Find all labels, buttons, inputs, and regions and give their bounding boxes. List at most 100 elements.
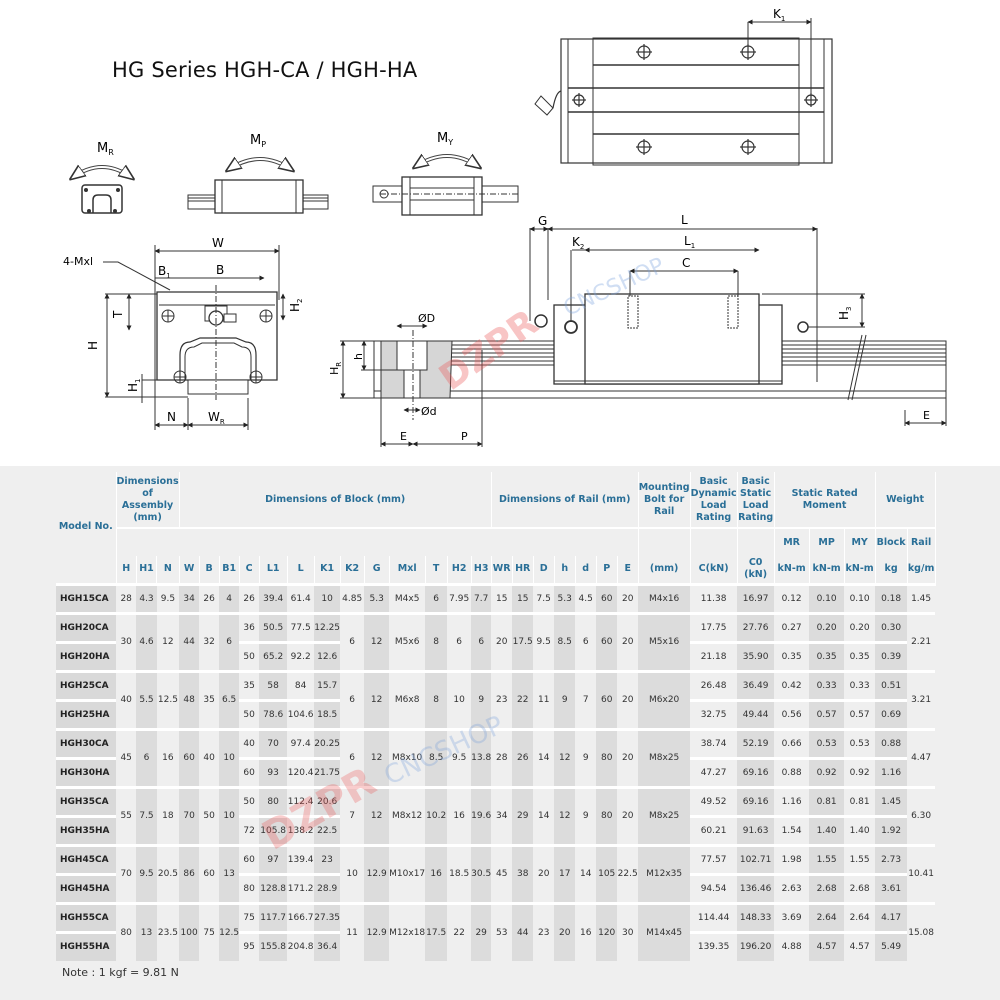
cell-l1: 39.4: [259, 582, 288, 613]
cell-p: 60: [596, 669, 618, 729]
cell-c0: 69.16: [737, 785, 775, 816]
cell-w: 44: [179, 611, 200, 671]
header-mr: MR: [774, 527, 810, 556]
column-header: C0 (kN): [737, 556, 775, 584]
cell-mxl: M4x5: [389, 582, 426, 613]
cell-mxl: M8x10: [389, 727, 426, 787]
header-moment: Static Rated Moment: [774, 472, 876, 528]
column-header: K2: [340, 556, 365, 584]
cell-b: 75: [199, 901, 220, 961]
cell-h3: 13.8: [471, 727, 492, 787]
cell-rail_kgm: 10.41: [907, 843, 936, 903]
cell-d: 14: [533, 727, 555, 787]
cell-t: 8.5: [425, 727, 448, 787]
model-cell: HGH45CA: [56, 843, 116, 874]
cell-cdyn: 21.18: [690, 640, 738, 671]
cell-mr: 1.98: [774, 843, 810, 874]
column-header: H3: [471, 556, 492, 584]
cell-block_kg: 1.45: [875, 785, 908, 816]
cell-l: 139.4: [287, 843, 315, 874]
cell-c0: 16.97: [737, 582, 775, 613]
cell-mr: 0.35: [774, 640, 810, 671]
svg-text:K2: K2: [572, 235, 584, 251]
svg-text:MY: MY: [437, 131, 453, 147]
cell-block_kg: 0.69: [875, 698, 908, 729]
cell-g: 12: [364, 785, 390, 845]
cell-h2: 16: [447, 785, 472, 845]
cell-block_kg: 1.92: [875, 814, 908, 845]
cell-rail_kgm: 4.47: [907, 727, 936, 787]
cell-hr: 38: [512, 843, 534, 903]
cell-b1: 10: [219, 785, 240, 845]
cell-cdyn: 77.57: [690, 843, 738, 874]
cell-e: 20: [617, 582, 639, 613]
column-header: C: [239, 556, 260, 584]
cell-rail_kgm: 15.08: [907, 901, 936, 961]
cell-block_kg: 0.18: [875, 582, 908, 613]
cell-k2: 6: [340, 669, 365, 729]
cell-w: 34: [179, 582, 200, 613]
model-cell: HGH45HA: [56, 872, 116, 903]
header-weight: Weight: [875, 472, 936, 528]
cell-g: 12: [364, 669, 390, 729]
cell-hr: 44: [512, 901, 534, 961]
cell-b: 32: [199, 611, 220, 671]
cell-mp: 0.92: [809, 756, 845, 787]
cell-n: 23.5: [156, 901, 180, 961]
cell-mr: 0.27: [774, 611, 810, 642]
cell-h2: 18.5: [447, 843, 472, 903]
svg-text:W: W: [212, 236, 224, 250]
cell-h1: 9.5: [136, 843, 157, 903]
cell-mp: 1.40: [809, 814, 845, 845]
svg-text:WR: WR: [208, 410, 225, 426]
moment-mp-icon: MP: [187, 133, 329, 214]
cell-h: 9: [554, 669, 576, 729]
cell-mr: 3.69: [774, 901, 810, 932]
cell-rail_kgm: 6.30: [907, 785, 936, 845]
cell-c0: 69.16: [737, 756, 775, 787]
cell-d: 11: [533, 669, 555, 729]
cell-my: 0.33: [844, 669, 876, 700]
cell-b: 60: [199, 843, 220, 903]
svg-text:ØD: ØD: [418, 312, 435, 325]
model-cell: HGH55HA: [56, 930, 116, 961]
svg-text:H1: H1: [126, 379, 142, 393]
cell-h2: 22: [447, 901, 472, 961]
cell-p: 80: [596, 785, 618, 845]
cell-h1: 7.5: [136, 785, 157, 845]
cell-cdyn: 32.75: [690, 698, 738, 729]
model-cell: HGH15CA: [56, 582, 116, 613]
cell-c: 35: [239, 669, 260, 700]
cell-my: 0.20: [844, 611, 876, 642]
cell-n: 12: [156, 611, 180, 671]
cell-p: 60: [596, 611, 618, 671]
cell-my: 0.81: [844, 785, 876, 816]
cell-l: 138.2: [287, 814, 315, 845]
cell-l1: 155.8: [259, 930, 288, 961]
model-cell: HGH20HA: [56, 640, 116, 671]
cell-h: 8.5: [554, 611, 576, 671]
cell-my: 0.35: [844, 640, 876, 671]
cell-bolt: M6x20: [638, 669, 691, 729]
cell-l: 97.4: [287, 727, 315, 758]
column-header: G: [364, 556, 390, 584]
cell-l: 112.4: [287, 785, 315, 816]
drawing-svg: MR MP MY: [63, 7, 947, 447]
cell-k1: 15.7: [314, 669, 341, 700]
cell-my: 0.53: [844, 727, 876, 758]
cell-d: 23: [533, 901, 555, 961]
svg-text:h: h: [352, 353, 365, 360]
cell-l1: 117.7: [259, 901, 288, 932]
svg-text:MR: MR: [97, 141, 114, 157]
model-cell: HGH35CA: [56, 785, 116, 816]
cell-bolt: M5x16: [638, 611, 691, 671]
svg-text:Ød: Ød: [421, 405, 437, 418]
model-cell: HGH25CA: [56, 669, 116, 700]
svg-text:G: G: [538, 214, 547, 228]
header-static: Basic Static Load Rating: [737, 472, 775, 528]
header-model: Model No.: [56, 472, 117, 584]
cell-l1: 97: [259, 843, 288, 874]
cell-k2: 4.85: [340, 582, 365, 613]
cell-w: 86: [179, 843, 200, 903]
